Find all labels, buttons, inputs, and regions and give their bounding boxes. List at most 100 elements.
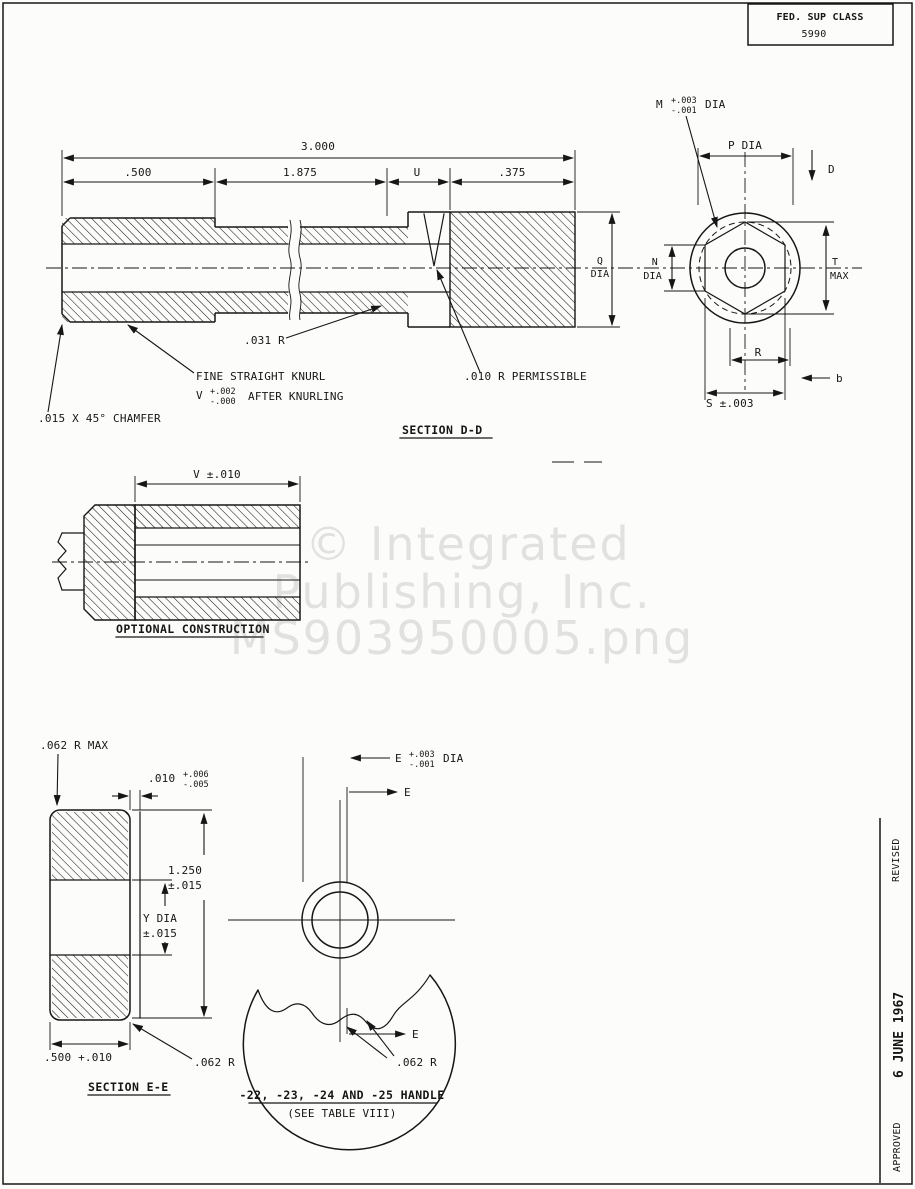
ee-corner-note: .062 R MAX xyxy=(40,739,108,752)
break-line-left xyxy=(288,219,292,321)
knurl-minus-tol: -.000 xyxy=(210,397,236,407)
revised-label: REVISED xyxy=(891,838,902,882)
gap-dim: .010 xyxy=(148,772,175,785)
e-plus-tol: +.003 xyxy=(409,750,435,760)
dim-mid: 1.875 xyxy=(283,166,317,179)
optional-end-cap xyxy=(83,504,136,621)
bore-dim: Y DIA xyxy=(143,912,177,925)
bore-lines xyxy=(61,243,451,293)
chamfer-note: .015 X 45° CHAMFER xyxy=(38,412,161,425)
e-minus-tol: -.001 xyxy=(409,760,435,770)
hatch-mid-bottom-a xyxy=(215,292,288,313)
m-dia-leader xyxy=(685,115,718,229)
chamfer-leader xyxy=(47,323,64,413)
break-line-right xyxy=(298,219,302,321)
knurl-note-line1: FINE STRAIGHT KNURL xyxy=(196,370,326,383)
optional-shank xyxy=(57,532,85,591)
cut-e-top-label: E xyxy=(404,786,411,799)
class-box-value: 5990 xyxy=(802,29,827,40)
optional-caption: OPTIONAL CONSTRUCTION xyxy=(116,622,270,636)
ee-fillet-leader xyxy=(132,1023,193,1060)
gap-plus-tol: +.006 xyxy=(183,770,209,780)
watermark-line1: © Integrated xyxy=(305,517,631,571)
s-dim-label: S ±.003 xyxy=(706,397,754,410)
handle-caption-line1: -22, -23, -24 AND -25 HANDLE xyxy=(239,1088,444,1102)
n-dia-label: DIA xyxy=(643,271,662,282)
hatch-mid-top-a xyxy=(215,227,288,244)
top-side-view: 3.000 .500 1.875 U .375 Q DI xyxy=(38,140,620,439)
end-view-extension-lines xyxy=(664,148,834,400)
ee-bore-lines xyxy=(49,879,131,956)
v-dim-label: V ±.010 xyxy=(193,468,241,481)
r-label: R xyxy=(755,346,762,359)
handle-outer-circle xyxy=(242,974,457,1151)
handle-fillet-leader-2 xyxy=(346,1026,388,1059)
end-view: M +.003 -.001 DIA P DIA D b N DIA T MAX … xyxy=(643,96,848,410)
relief-leader xyxy=(436,268,481,373)
height-dim: 1.250 xyxy=(168,864,202,877)
m-minus-tol: -.001 xyxy=(671,106,697,116)
handle-face-view: E +.003 -.001 DIA E E .062 R -22, -23, -… xyxy=(228,750,464,1151)
height-tol: ±.015 xyxy=(168,879,202,892)
optional-extension-lines xyxy=(134,476,301,502)
p-dim-label: P DIA xyxy=(728,139,762,152)
knurl-leader xyxy=(127,324,195,374)
ee-outline xyxy=(49,809,131,1021)
d-label: D xyxy=(828,163,835,176)
dim-left: .500 xyxy=(124,166,151,179)
fillet-leader xyxy=(285,305,383,339)
bore-circle xyxy=(724,247,766,289)
relief-notch xyxy=(423,213,445,267)
m-plus-tol: +.003 xyxy=(671,96,697,106)
hatch-mid-top-b xyxy=(300,227,408,244)
handle-crosshair xyxy=(228,800,455,1042)
ee-corner-leader xyxy=(53,753,61,807)
dim-right: .375 xyxy=(498,166,525,179)
ee-hatch-bottom xyxy=(52,955,128,1018)
optional-inner-lines xyxy=(135,544,300,581)
gap-minus-tol: -.005 xyxy=(183,780,209,790)
class-box-label: FED. SUP CLASS xyxy=(776,12,863,23)
hatch-mid-bottom-b xyxy=(300,292,408,313)
fed-sup-class-box: FED. SUP CLASS 5990 xyxy=(747,3,894,46)
n-label: N xyxy=(652,257,658,268)
handle-fillet-leader-1 xyxy=(366,1020,395,1057)
watermark-line2: Publishing, Inc. xyxy=(273,565,652,619)
t-max-label: MAX xyxy=(830,271,849,282)
m-label: M xyxy=(656,98,663,111)
approval-margin: APPROVED 6 JUNE 1967 REVISED xyxy=(891,838,907,1172)
approved-label: APPROVED xyxy=(892,1122,903,1172)
optional-bore-lines xyxy=(134,527,301,598)
handle-caption-line2: (SEE TABLE VIII) xyxy=(287,1107,396,1120)
knurl-plus-tol: +.002 xyxy=(210,387,236,397)
t-label: T xyxy=(832,257,838,268)
outer-circle xyxy=(689,212,801,324)
knurl-section xyxy=(449,211,576,328)
width-dim: .500 +.010 xyxy=(44,1051,112,1064)
dim-overall: 3.000 xyxy=(301,140,335,153)
approval-date: 6 JUNE 1967 xyxy=(892,992,907,1078)
bore-tol: ±.015 xyxy=(143,927,177,940)
watermark-line3: MS903950005.png xyxy=(230,611,694,665)
hatch-left-top xyxy=(62,218,215,244)
optional-hatch-bottom xyxy=(135,597,300,620)
part-outline xyxy=(61,211,450,328)
ee-caption: SECTION E-E xyxy=(88,1080,169,1094)
section-ee-view: .062 R MAX .010 +.006 -.005 1.250 ±.015 … xyxy=(40,739,235,1096)
hatch-left-bottom xyxy=(62,292,215,322)
e-dia-suffix: DIA xyxy=(443,752,464,765)
m-dia-label: DIA xyxy=(705,98,726,111)
section-dd-label: SECTION D-D xyxy=(402,423,483,437)
optional-hatch-top xyxy=(135,505,300,528)
ee-fillet-note: .062 R xyxy=(194,1056,235,1069)
dim-u: U xyxy=(414,166,421,179)
relief-note: .010 R PERMISSIBLE xyxy=(464,370,587,383)
q-dia-label: DIA xyxy=(591,269,610,280)
e-dia-label: E xyxy=(395,752,402,765)
watermark: © Integrated Publishing, Inc. MS90395000… xyxy=(230,517,694,665)
knurl-note-line2: AFTER KNURLING xyxy=(248,390,344,403)
optional-construction-view: V ±.010 OPTIONAL CONSTRUCTION xyxy=(52,468,312,638)
b-label: b xyxy=(836,372,843,385)
